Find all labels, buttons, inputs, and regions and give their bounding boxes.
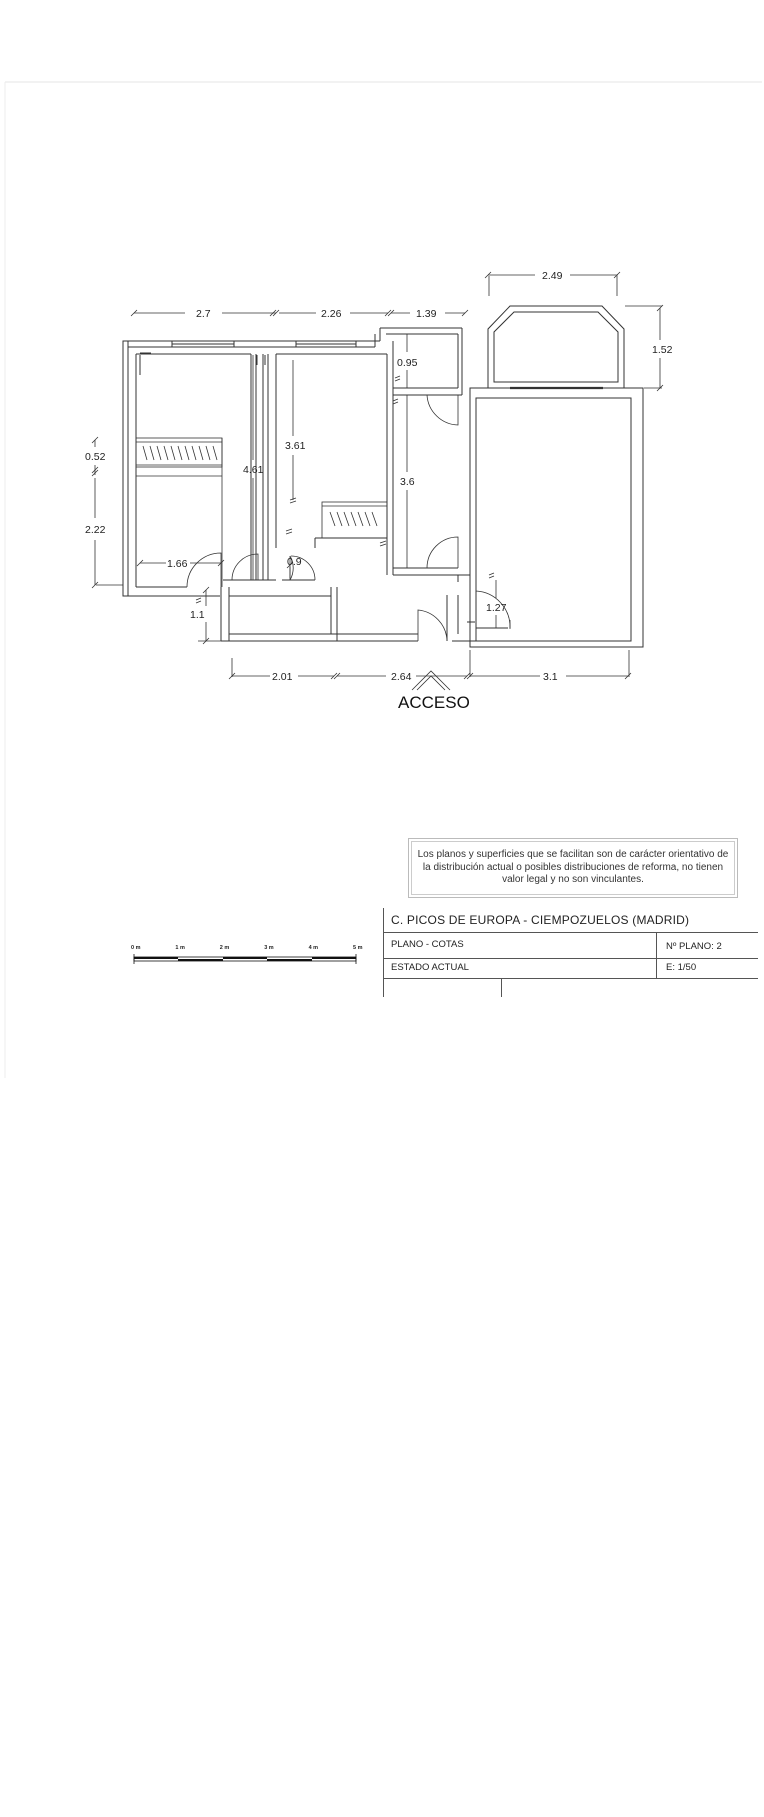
scale-label: 5 m bbox=[353, 945, 363, 951]
project-title: C. PICOS DE EUROPA - CIEMPOZUELOS (MADRI… bbox=[391, 913, 690, 927]
wardrobe-bedroom1 bbox=[135, 437, 223, 587]
dim-door-bed1: 1.66 bbox=[167, 558, 188, 570]
dim-bedroom2-inner: 3.61 bbox=[285, 440, 306, 452]
plan-type: PLANO - COTAS bbox=[391, 939, 464, 950]
title-row-plan: PLANO - COTAS Nº PLANO: 2 bbox=[384, 932, 758, 958]
wardrobe-bedroom2 bbox=[321, 501, 388, 539]
dim-corridor: 0.9 bbox=[287, 556, 302, 568]
title-row-empty bbox=[384, 978, 758, 997]
dim-hall-depth: 1.1 bbox=[190, 609, 205, 621]
title-block: C. PICOS DE EUROPA - CIEMPOZUELOS (MADRI… bbox=[383, 908, 758, 997]
door-swings bbox=[186, 394, 511, 642]
dim-top-mid: 2.26 bbox=[321, 308, 342, 320]
windows bbox=[139, 340, 357, 375]
scale-label: 4 m bbox=[309, 945, 319, 951]
dim-bath-small: 0.95 bbox=[397, 357, 418, 369]
floor-plan: 2.7 2.26 1.39 2.49 1.52 0.52 2.22 4.61 3… bbox=[4, 81, 762, 1078]
dim-left-lower: 2.22 bbox=[85, 524, 106, 536]
dim-top-left: 2.7 bbox=[196, 308, 211, 320]
dim-bottom-right: 3.1 bbox=[543, 671, 558, 683]
scale-label: 1 m bbox=[175, 945, 185, 951]
dim-bottom-left: 2.01 bbox=[272, 671, 293, 683]
plan-scale: E: 1/50 bbox=[666, 962, 697, 973]
plan-number: Nº PLANO: 2 bbox=[666, 941, 722, 952]
dim-balcony-depth: 1.52 bbox=[652, 344, 673, 356]
scale-label: 0 m bbox=[131, 945, 141, 951]
dimension-lines bbox=[91, 271, 664, 691]
plan-state: ESTADO ACTUAL bbox=[391, 962, 469, 973]
dim-top-right: 1.39 bbox=[416, 308, 437, 320]
scale-label: 3 m bbox=[264, 945, 274, 951]
dim-bottom-mid: 2.64 bbox=[391, 671, 412, 683]
disclaimer-box: Los planos y superficies que se facilita… bbox=[408, 838, 738, 898]
wall-ticks bbox=[195, 375, 495, 604]
walls bbox=[122, 305, 644, 648]
scale-bar: 0 m 1 m 2 m 3 m 4 m 5 m bbox=[131, 945, 363, 964]
access-label: ACCESO bbox=[398, 693, 470, 712]
scale-label: 2 m bbox=[220, 945, 230, 951]
dim-balcony-width: 2.49 bbox=[542, 270, 563, 282]
dim-bedroom1-inner: 4.61 bbox=[243, 464, 264, 476]
dim-entry-small: 1.27 bbox=[486, 602, 507, 614]
dimension-labels: 2.7 2.26 1.39 2.49 1.52 0.52 2.22 4.61 3… bbox=[85, 270, 673, 683]
dim-bath-tall: 3.6 bbox=[400, 476, 415, 488]
disclaimer-text: Los planos y superficies que se facilita… bbox=[417, 849, 729, 886]
title-row-state: ESTADO ACTUAL E: 1/50 bbox=[384, 958, 758, 978]
dim-left-upper: 0.52 bbox=[85, 451, 106, 463]
